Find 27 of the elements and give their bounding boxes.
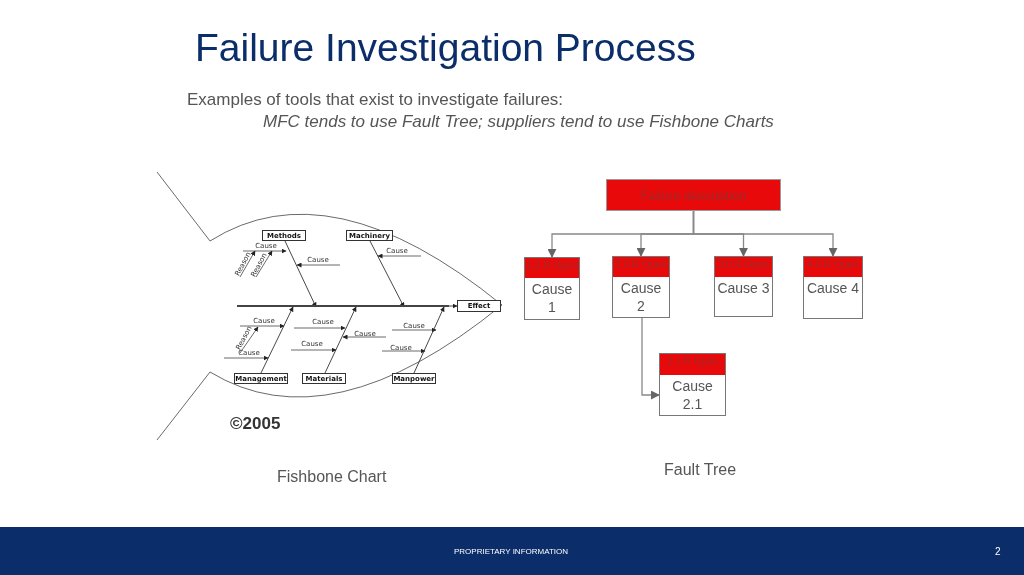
cause-header: 1.0 R Open: [525, 258, 579, 278]
cause-box: [612, 256, 670, 318]
subtitle: Examples of tools that exist to investigate failures:: [187, 90, 564, 110]
connector-arrow: [692, 210, 838, 257]
cause-header: 2.0 R Open: [613, 257, 669, 277]
connector-arrow: [641, 317, 660, 400]
cause-header: 3.0 R Open: [715, 257, 772, 277]
footer-note: PROPRIETARY INFORMATION: [453, 546, 569, 556]
page-number: 2: [995, 546, 1001, 557]
spine-line: [237, 305, 449, 307]
copyright-note: ©2005: [230, 414, 281, 434]
chart-caption: Fishbone Chart: [277, 468, 387, 486]
chart-caption: Fault Tree: [664, 461, 737, 479]
cause-text: Cause 4: [805, 279, 861, 298]
cause-text: Cause 1: [530, 280, 574, 317]
cause-text: Cause 3: [716, 279, 771, 298]
cause-header: 4.0 R Open: [804, 257, 862, 277]
title: Failure Investigation Process: [195, 26, 696, 70]
failure-box: Failure description: [606, 179, 781, 211]
cause-box: [714, 256, 773, 317]
cause-box: [659, 353, 726, 416]
subtitle-note: MFC tends to use Fault Tree; suppliers tend to use Fishbone Charts: [263, 112, 774, 132]
cause-text: Cause 2.1: [671, 377, 714, 414]
cause-header: 2.1 R Open: [660, 354, 725, 375]
cause-box: [803, 256, 863, 319]
cause-box: [524, 257, 580, 320]
cause-text: Cause 2: [619, 279, 663, 316]
